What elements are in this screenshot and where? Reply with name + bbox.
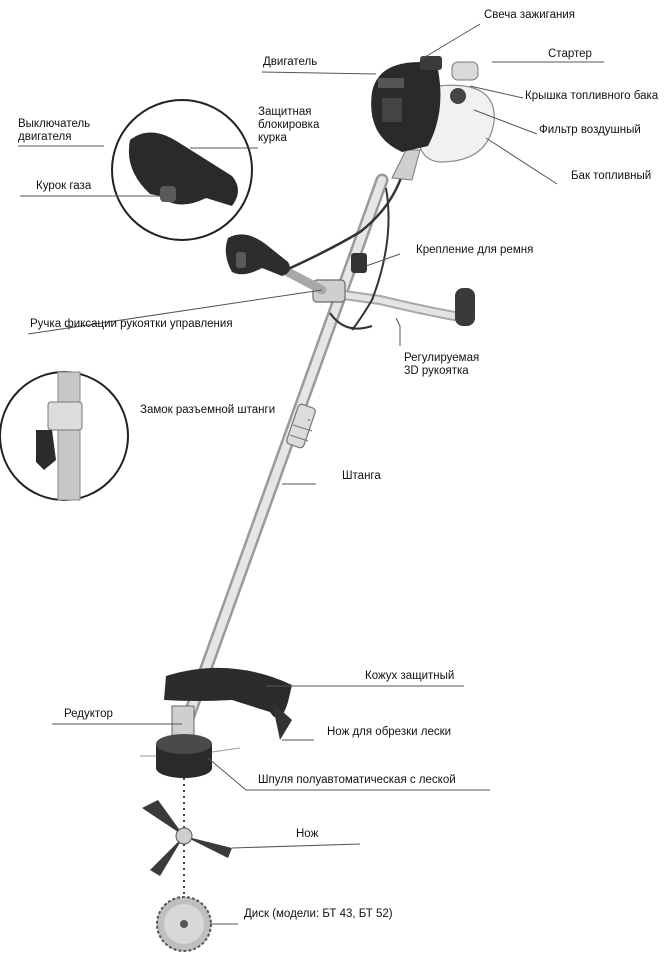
leader-lines: [18, 23, 604, 925]
label-knife: Нож: [296, 828, 319, 840]
knife-drawing: [142, 800, 232, 876]
leader-air-filter: [473, 109, 538, 135]
label-spark-plug: Свеча зажигания: [484, 9, 576, 21]
leader-engine: [261, 71, 377, 75]
label-engine: Двигатель: [263, 56, 318, 68]
leader-spool: [207, 757, 490, 791]
leader-handle-lock: [27, 289, 323, 335]
label-fuel-tank: Бак топливный: [571, 170, 652, 182]
disc-drawing: [156, 896, 212, 952]
label-fuel-cap: Крышка топливного бака: [525, 90, 659, 102]
label-starter: Стартер: [548, 48, 592, 60]
label-air-filter: Фильтр воздушный: [539, 124, 641, 136]
leader-fuel-tank: [485, 137, 558, 185]
label-throttle: Курок газа: [36, 180, 92, 192]
leader-spark-plug: [419, 23, 481, 61]
label-handle-lock: Ручка фиксации рукоятки управления: [30, 318, 233, 330]
control-handle-drawing: [225, 234, 373, 330]
label-engine-switch: Выключатель двигателя: [18, 118, 91, 143]
leader-knife: [231, 843, 361, 849]
trigger-zoom-circle: [111, 99, 253, 241]
label-trigger-lock: Защитная блокировка курка: [258, 106, 320, 144]
leader-3d-handle: [395, 317, 401, 346]
leader-strap: [365, 253, 401, 267]
strap-mount-drawing: [351, 253, 367, 273]
handlebar-3d-drawing: [312, 279, 475, 326]
guard-drawing: [164, 667, 292, 740]
gearbox-spool-drawing: [140, 705, 241, 778]
shaft-lock-drawing: [286, 403, 316, 449]
label-shaft-lock: Замок разъемной штанги: [140, 404, 276, 416]
label-strap-mount: Крепление для ремня: [416, 244, 534, 256]
label-line-cutter: Нож для обрезки лески: [327, 726, 452, 738]
brushcutter-illustration: [0, 56, 495, 952]
shaft-lock-zoom-circle: [0, 371, 129, 501]
label-spool: Шпуля полуавтоматическая с леской: [258, 774, 456, 786]
engine-drawing: [371, 56, 495, 181]
label-guard: Кожух защитный: [365, 670, 455, 682]
label-shaft: Штанга: [342, 470, 381, 482]
leader-fuel-cap: [469, 85, 524, 99]
label-3d-handle: Регулируемая 3D рукоятка: [404, 352, 480, 377]
label-disc: Диск (модели: БТ 43, БТ 52): [244, 908, 393, 920]
label-gearbox: Редуктор: [64, 708, 113, 720]
